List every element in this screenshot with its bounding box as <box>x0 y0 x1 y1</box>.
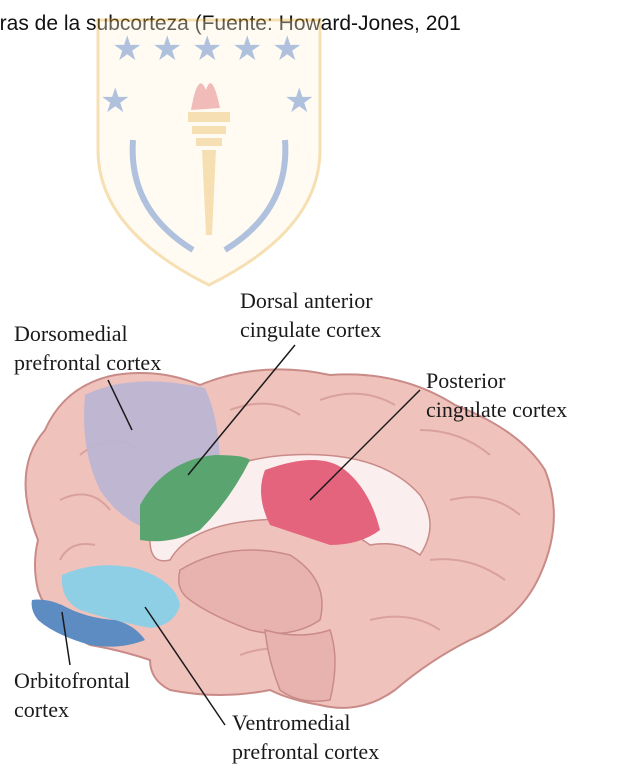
label-dorsomedial-prefrontal: Dorsomedial prefrontal cortex <box>14 319 161 377</box>
label-dorsal-anterior-cingulate: Dorsal anterior cingulate cortex <box>240 286 381 344</box>
label-orbitofrontal: Orbitofrontal cortex <box>14 666 130 724</box>
label-ventromedial-prefrontal: Ventromedial prefrontal cortex <box>232 708 379 766</box>
label-posterior-cingulate: Posterior cingulate cortex <box>426 366 567 424</box>
